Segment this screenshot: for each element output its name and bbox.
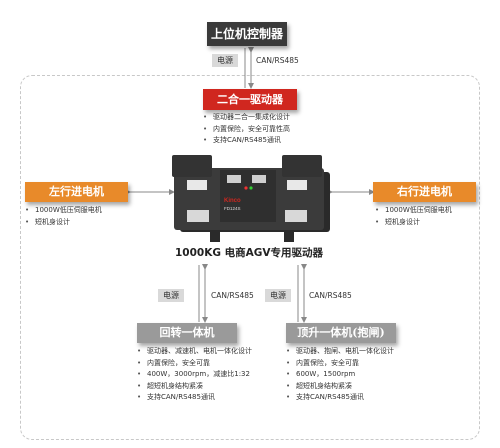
lift-comm-label: CAN/RS485 bbox=[309, 291, 352, 300]
top-comm-label: CAN/RS485 bbox=[256, 56, 299, 65]
feature-item: 短机身设计 bbox=[25, 217, 102, 229]
driver-box: 二合一驱动器 bbox=[203, 89, 297, 110]
feature-item: 超短机身结构紧凑 bbox=[137, 381, 252, 393]
driver-brand-text: Kinco bbox=[224, 198, 241, 204]
host-controller-box: 上位机控制器 bbox=[207, 22, 287, 46]
right-motor-box: 右行进电机 bbox=[373, 182, 476, 202]
top-power-tag: 电源 bbox=[212, 54, 238, 67]
left-motor-features: 1000W低压伺服电机 短机身设计 bbox=[25, 205, 102, 228]
product-title: 1000KG 电商AGV专用驱动器 bbox=[175, 247, 324, 259]
feature-item: 1000W低压伺服电机 bbox=[25, 205, 102, 217]
feature-item: 400W，3000rpm，减速比1:32 bbox=[137, 369, 252, 381]
driver-model-text: FD124S bbox=[224, 206, 241, 211]
rotate-power-tag: 电源 bbox=[158, 289, 184, 302]
feature-item: 内置保险，安全可靠 bbox=[286, 358, 394, 370]
feature-item: 驱动器二合一集成化设计 bbox=[203, 112, 290, 124]
lift-unit-features: 驱动器、抱闸、电机一体化设计 内置保险，安全可靠 600W，1500rpm 超短… bbox=[286, 346, 394, 404]
lift-unit-box: 顶升一体机(抱闸) bbox=[286, 323, 396, 343]
right-motor-features: 1000W低压伺服电机 短机身设计 bbox=[375, 205, 452, 228]
feature-item: 驱动器、减速机、电机一体化设计 bbox=[137, 346, 252, 358]
rotate-unit-box: 回转一体机 bbox=[137, 323, 237, 343]
feature-item: 内置保险，安全可靠性高 bbox=[203, 124, 290, 136]
rotate-unit-features: 驱动器、减速机、电机一体化设计 内置保险，安全可靠 400W，3000rpm，减… bbox=[137, 346, 252, 404]
feature-item: 1000W低压伺服电机 bbox=[375, 205, 452, 217]
lift-power-tag: 电源 bbox=[265, 289, 291, 302]
driver-features: 驱动器二合一集成化设计 内置保险，安全可靠性高 支持CAN/RS485通讯 bbox=[203, 112, 290, 147]
rotate-comm-label: CAN/RS485 bbox=[211, 291, 254, 300]
left-motor-box: 左行进电机 bbox=[25, 182, 128, 202]
feature-item: 超短机身结构紧凑 bbox=[286, 381, 394, 393]
feature-item: 短机身设计 bbox=[375, 217, 452, 229]
feature-item: 支持CAN/RS485通讯 bbox=[203, 135, 290, 147]
feature-item: 支持CAN/RS485通讯 bbox=[137, 392, 252, 404]
feature-item: 内置保险，安全可靠 bbox=[137, 358, 252, 370]
driver-product-image: Kinco FD124S bbox=[172, 155, 330, 242]
feature-item: 驱动器、抱闸、电机一体化设计 bbox=[286, 346, 394, 358]
feature-item: 支持CAN/RS485通讯 bbox=[286, 392, 394, 404]
feature-item: 600W，1500rpm bbox=[286, 369, 394, 381]
